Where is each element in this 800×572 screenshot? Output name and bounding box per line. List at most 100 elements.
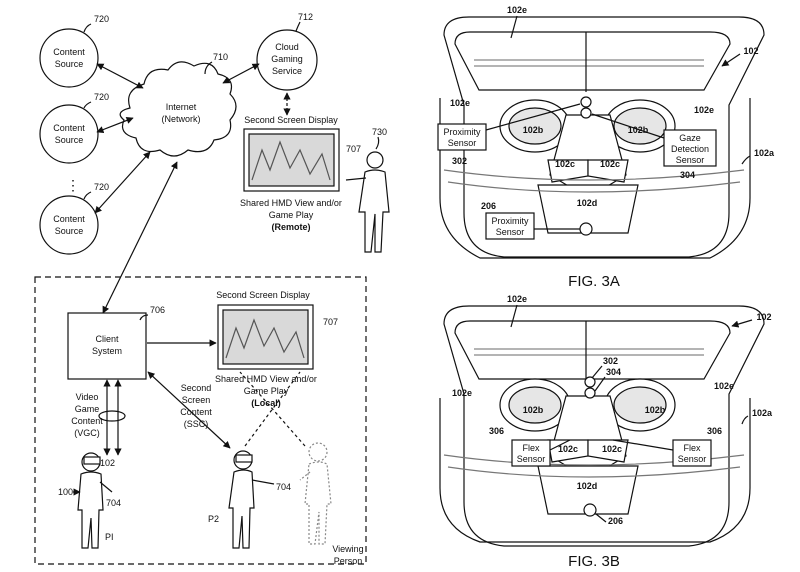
fig3a-gaze-line2: Detection xyxy=(671,144,709,154)
fig3a-gaze-line1: Gaze xyxy=(679,133,701,143)
more-sources-ellipsis: ⋮ xyxy=(66,177,80,193)
remote-caption1: Shared HMD View and/or xyxy=(240,198,342,208)
local-display-title: Second Screen Display xyxy=(216,290,310,300)
fig3b-102e-left: 102e xyxy=(452,388,472,398)
fig3b-206: 206 xyxy=(608,516,623,526)
fig3b-102a: 102a xyxy=(752,408,773,418)
cloud-gaming-line3: Service xyxy=(272,66,302,76)
player-two-label: P2 xyxy=(208,514,219,524)
local-caption2: Game Play xyxy=(244,386,289,396)
fig3a-gaze-ref: 304 xyxy=(680,170,695,180)
fig3b-flex2-line2: Sensor xyxy=(678,454,707,464)
internet-cloud: Internet (Network) 710 xyxy=(119,52,237,157)
fig-3a-hmd: 102b 102b 102c 102c 102d 102e 102e 102e … xyxy=(437,5,775,290)
local-display: Second Screen Display 707 Shared HMD Vie… xyxy=(215,290,338,408)
content-source-3-ref: 720 xyxy=(94,182,109,192)
content-source-3-line2: Source xyxy=(55,226,84,236)
fig3a-prox2-ref: 206 xyxy=(481,201,496,211)
fig3b-flex2-line1: Flex xyxy=(683,443,701,453)
fig3b-302: 302 xyxy=(603,356,618,366)
fig3b-102c-left: 102c xyxy=(558,444,578,454)
fig3b-102b-left: 102b xyxy=(523,405,544,415)
content-source-2: Content Source 720 xyxy=(39,92,109,164)
content-source-1-line2: Source xyxy=(55,59,84,69)
fig3a-102c-left: 102c xyxy=(555,159,575,169)
client-ref: 706 xyxy=(150,305,165,315)
viewing-person-figure xyxy=(299,442,332,545)
content-source-1-ref: 720 xyxy=(94,14,109,24)
fig3a-102c-right: 102c xyxy=(600,159,620,169)
remote-display-title: Second Screen Display xyxy=(244,115,338,125)
hmd-ref: 102 xyxy=(100,458,115,468)
cloud-gaming-service: Cloud Gaming Service 712 xyxy=(256,12,318,91)
remote-display: Second Screen Display 707 Shared HMD Vie… xyxy=(240,115,361,232)
content-source-1-line1: Content xyxy=(53,47,85,57)
fig3a-102d: 102d xyxy=(577,198,598,208)
player-one-ref: 100 xyxy=(58,487,73,497)
fig3a-102: 102 xyxy=(743,46,758,56)
fig3b-102b-right: 102b xyxy=(645,405,666,415)
fig3a-102e-top: 102e xyxy=(507,5,527,15)
fig3b-flex2-ref: 306 xyxy=(707,426,722,436)
fig3b-102e-top: 102e xyxy=(507,294,527,304)
fig3a-102e-left: 102e xyxy=(450,98,470,108)
fig3a-102a: 102a xyxy=(754,148,775,158)
fig3a-caption: FIG. 3A xyxy=(568,273,620,290)
remote-caption2: Game Play xyxy=(269,210,314,220)
viewing-person-line2: Person xyxy=(334,556,363,566)
viewing-person-line1: Viewing xyxy=(332,544,363,554)
ssc-line2: Screen xyxy=(182,395,211,405)
fig3b-flex1-ref: 306 xyxy=(489,426,504,436)
fig3a-prox1-line2: Sensor xyxy=(448,138,477,148)
internet-line2: (Network) xyxy=(161,114,200,124)
player-one-label: PI xyxy=(105,532,114,542)
client-line2: System xyxy=(92,346,122,356)
cloud-gaming-line2: Gaming xyxy=(271,54,303,64)
content-source-1: Content Source 720 xyxy=(39,14,109,88)
system-diagram: Content Source 720 Content Source 720 ⋮ … xyxy=(34,12,390,566)
remote-viewer-ref: 730 xyxy=(372,127,387,137)
fig3a-prox2-line2: Sensor xyxy=(496,227,525,237)
vgc-line4: (VGC) xyxy=(74,428,100,438)
fig3a-prox1-ref: 302 xyxy=(452,156,467,166)
fig3b-flex1-line1: Flex xyxy=(522,443,540,453)
controller-ref-b: 704 xyxy=(276,482,291,492)
fig3a-gaze-line3: Sensor xyxy=(676,155,705,165)
fig3b-102d: 102d xyxy=(577,481,598,491)
vgc-line1: Video xyxy=(76,392,99,402)
fig3b-102: 102 xyxy=(756,312,771,322)
client-line1: Client xyxy=(95,334,119,344)
fig3b-102e-right: 102e xyxy=(714,381,734,391)
cloud-gaming-line1: Cloud xyxy=(275,42,299,52)
fig3a-102b-left: 102b xyxy=(523,125,544,135)
content-source-3-line1: Content xyxy=(53,214,85,224)
internet-ref: 710 xyxy=(213,52,228,62)
fig3a-prox1-line1: Proximity xyxy=(443,127,481,137)
content-source-2-ref: 720 xyxy=(94,92,109,102)
fig3b-caption: FIG. 3B xyxy=(568,553,620,570)
vgc-line3: Content xyxy=(71,416,103,426)
local-display-ref: 707 xyxy=(323,317,338,327)
fig3a-102e-right: 102e xyxy=(694,105,714,115)
client-system: Client System 706 xyxy=(67,305,165,380)
player-one-figure: 100 102 704 PI xyxy=(58,452,121,549)
local-caption1: Shared HMD View and/or xyxy=(215,374,317,384)
ssc-line3: Content xyxy=(180,407,212,417)
player-two-figure: 704 P2 xyxy=(208,450,291,549)
fig3b-flex1-line2: Sensor xyxy=(517,454,546,464)
controller-ref-a: 704 xyxy=(106,498,121,508)
fig-3b-hmd: 102b 102b 102c 102c 102d 102e 102e 102e … xyxy=(439,294,773,570)
internet-line1: Internet xyxy=(166,102,197,112)
fig3b-304: 304 xyxy=(606,367,621,377)
fig3a-prox2-line1: Proximity xyxy=(491,216,529,226)
local-boundary xyxy=(34,276,367,565)
content-source-2-line1: Content xyxy=(53,123,85,133)
remote-caption3: (Remote) xyxy=(271,222,310,232)
vgc-line2: Game xyxy=(75,404,100,414)
content-source-2-line2: Source xyxy=(55,135,84,145)
remote-display-ref: 707 xyxy=(346,144,361,154)
local-caption3: (Local) xyxy=(251,398,281,408)
cloud-gaming-ref: 712 xyxy=(298,12,313,22)
ssc-line1: Second xyxy=(181,383,212,393)
